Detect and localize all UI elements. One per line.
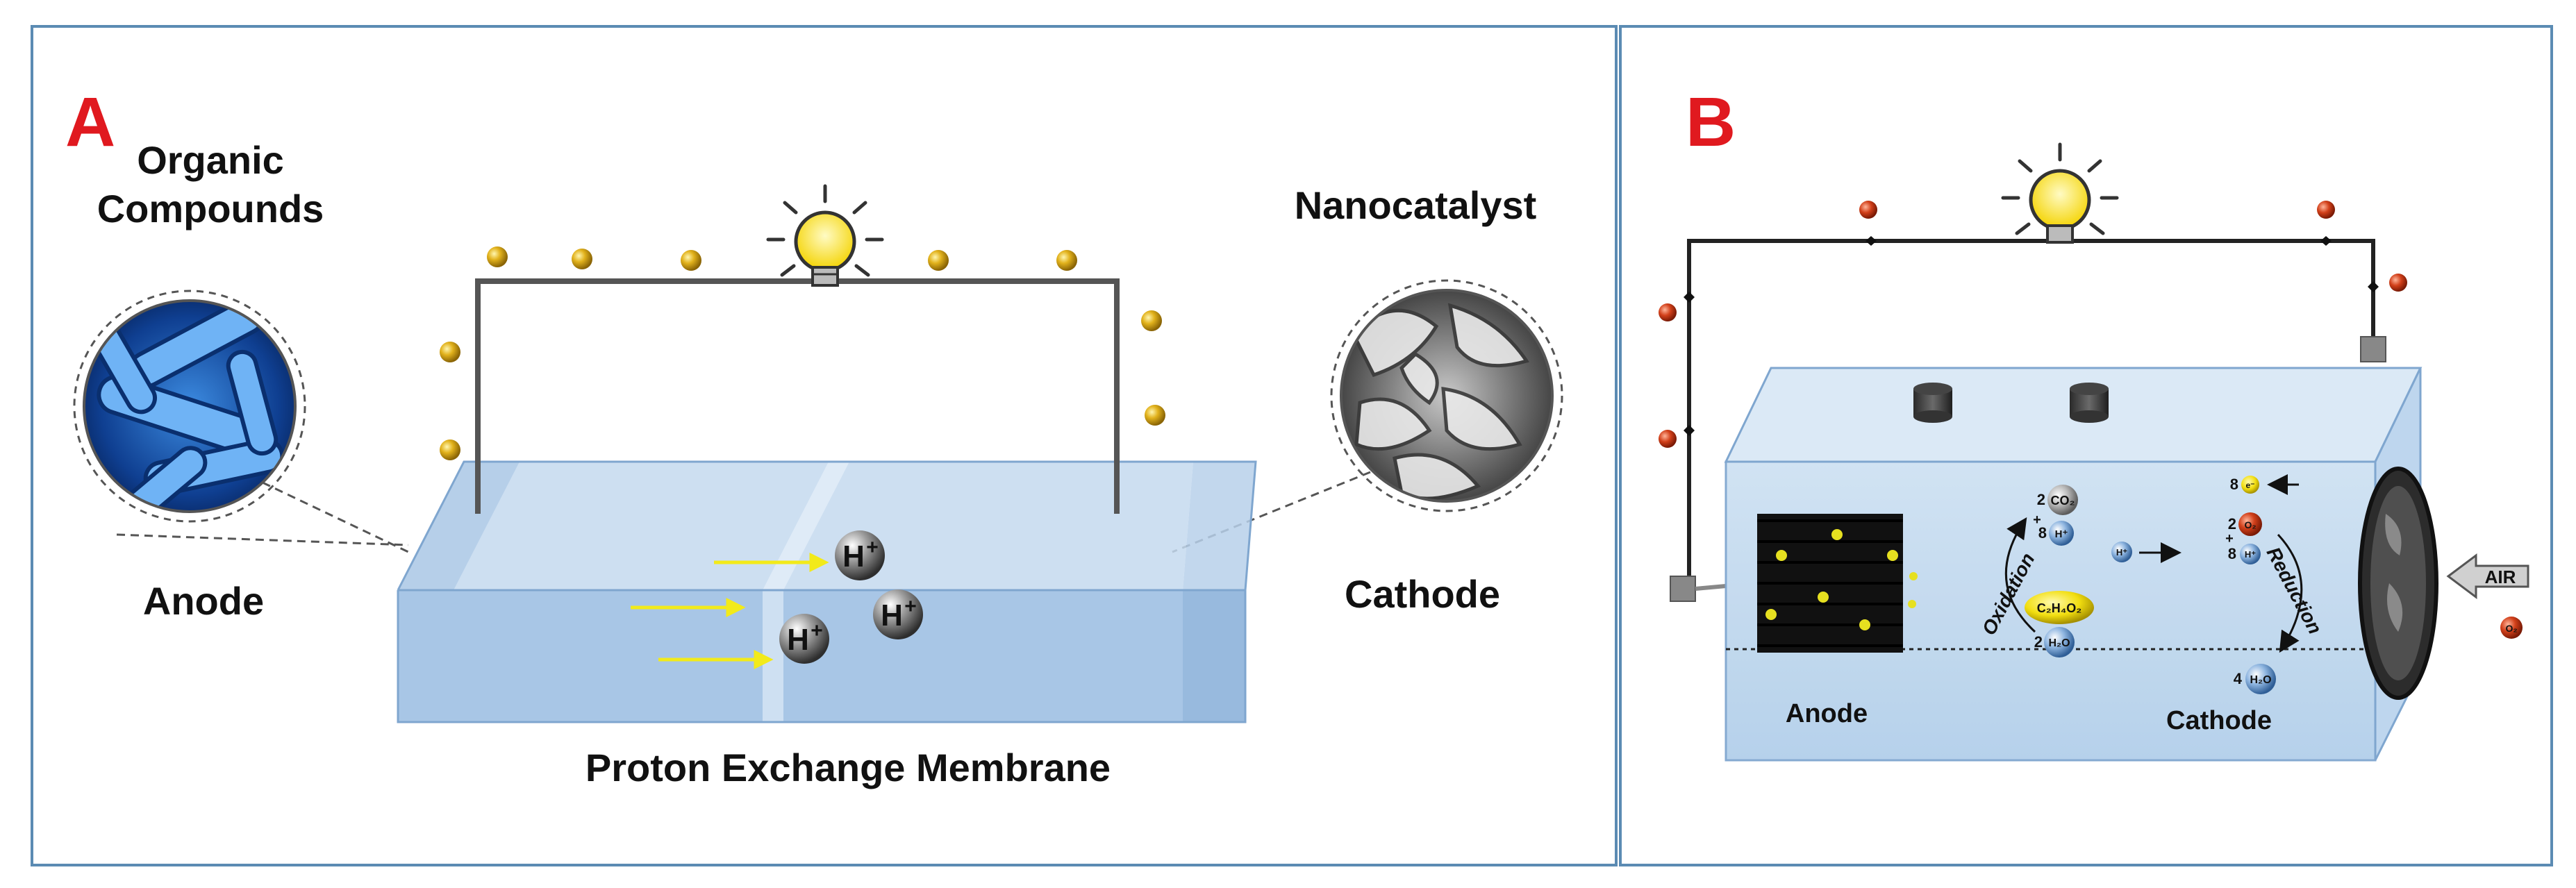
svg-text:2: 2 — [2037, 491, 2045, 508]
svg-text:H⁺: H⁺ — [2055, 528, 2068, 540]
wire-nodes — [1684, 236, 2379, 436]
air-inlet-arrow: AIR — [2446, 553, 2529, 599]
proton-1: H + — [835, 530, 885, 580]
svg-text:2: 2 — [2228, 515, 2236, 533]
cathode-label: Cathode — [1345, 572, 1500, 616]
co2-molecule: 2 CO₂ — [2037, 485, 2078, 515]
panel-b-diagram: B — [1659, 83, 2529, 762]
organic-compounds-label-1: Organic — [137, 138, 284, 182]
plus-sign-2: + — [2225, 531, 2234, 546]
proton-2: H + — [873, 589, 923, 639]
membrane-tank — [397, 460, 1257, 723]
organic-compounds-label-2: Compounds — [97, 187, 324, 231]
h2o-cathode: 4 H₂O — [2234, 664, 2276, 694]
proton-flow-arrows — [631, 552, 829, 670]
svg-text:2: 2 — [2034, 633, 2043, 651]
panel-a-diagram: A Organic Compounds Nanocatalyst Anode C… — [65, 83, 1563, 789]
electrode-caps — [1913, 383, 2109, 423]
electron-cathode: 8 e⁻ — [2230, 476, 2259, 494]
glucose-molecule: C₂H₄O₂ — [2025, 591, 2094, 624]
o2-side-molecule: O₂ — [2500, 617, 2523, 639]
light-bulb-icon — [766, 184, 884, 287]
svg-text:H₂O: H₂O — [2250, 674, 2271, 686]
h-plus-migrating: H⁺ — [2111, 542, 2132, 562]
svg-text:e⁻: e⁻ — [2245, 480, 2254, 490]
svg-text:+: + — [866, 536, 879, 559]
svg-text:H: H — [787, 623, 809, 657]
anode-label-b: Anode — [1786, 699, 1868, 728]
electron-dots-b — [1659, 201, 2407, 448]
svg-text:H: H — [881, 598, 903, 633]
svg-text:CO₂: CO₂ — [2051, 494, 2075, 508]
svg-text:H₂O: H₂O — [2048, 637, 2070, 649]
svg-text:+: + — [811, 619, 823, 642]
h2o-molecule: 2 H₂O — [2034, 627, 2075, 657]
nanocatalyst-inset — [1330, 279, 1563, 512]
h-plus-molecule: 8 H⁺ — [2038, 521, 2074, 546]
bacteria-inset — [73, 290, 306, 523]
proton-3: H + — [779, 614, 829, 664]
anode-electrode — [1757, 514, 1918, 653]
plus-sign-1: + — [2033, 512, 2041, 528]
svg-text:H⁺: H⁺ — [2245, 549, 2256, 560]
electrode-connectors — [1670, 336, 2386, 602]
panel-b: B — [1619, 25, 2553, 866]
svg-text:8: 8 — [2228, 545, 2236, 562]
svg-text:C₂H₄O₂: C₂H₄O₂ — [2037, 601, 2082, 615]
electron-dots — [440, 246, 1165, 460]
cathode-label-b: Cathode — [2166, 706, 2272, 735]
svg-text:4: 4 — [2234, 670, 2243, 687]
svg-text:O₂: O₂ — [2505, 623, 2517, 634]
svg-text:8: 8 — [2038, 524, 2047, 542]
cathode-electrode — [2358, 467, 2438, 700]
svg-text:H⁺: H⁺ — [2116, 547, 2127, 558]
h-plus-cathode: 8 H⁺ — [2228, 544, 2261, 564]
circuit-wire — [475, 278, 1120, 514]
svg-text:O₂: O₂ — [2244, 519, 2256, 530]
panel-a: A Organic Compounds Nanocatalyst Anode C… — [31, 25, 1618, 866]
o2-molecule: 2 O₂ — [2228, 512, 2262, 536]
light-bulb-icon-b — [2001, 142, 2119, 244]
svg-text:+: + — [904, 595, 917, 618]
panel-a-letter: A — [65, 83, 115, 161]
svg-text:8: 8 — [2230, 476, 2238, 493]
air-label: AIR — [2485, 567, 2516, 587]
svg-text:H: H — [842, 539, 865, 573]
membrane-label: Proton Exchange Membrane — [585, 746, 1111, 789]
anode-label: Anode — [143, 579, 264, 623]
panel-b-letter: B — [1686, 83, 1736, 161]
nanocatalyst-label: Nanocatalyst — [1295, 183, 1537, 227]
